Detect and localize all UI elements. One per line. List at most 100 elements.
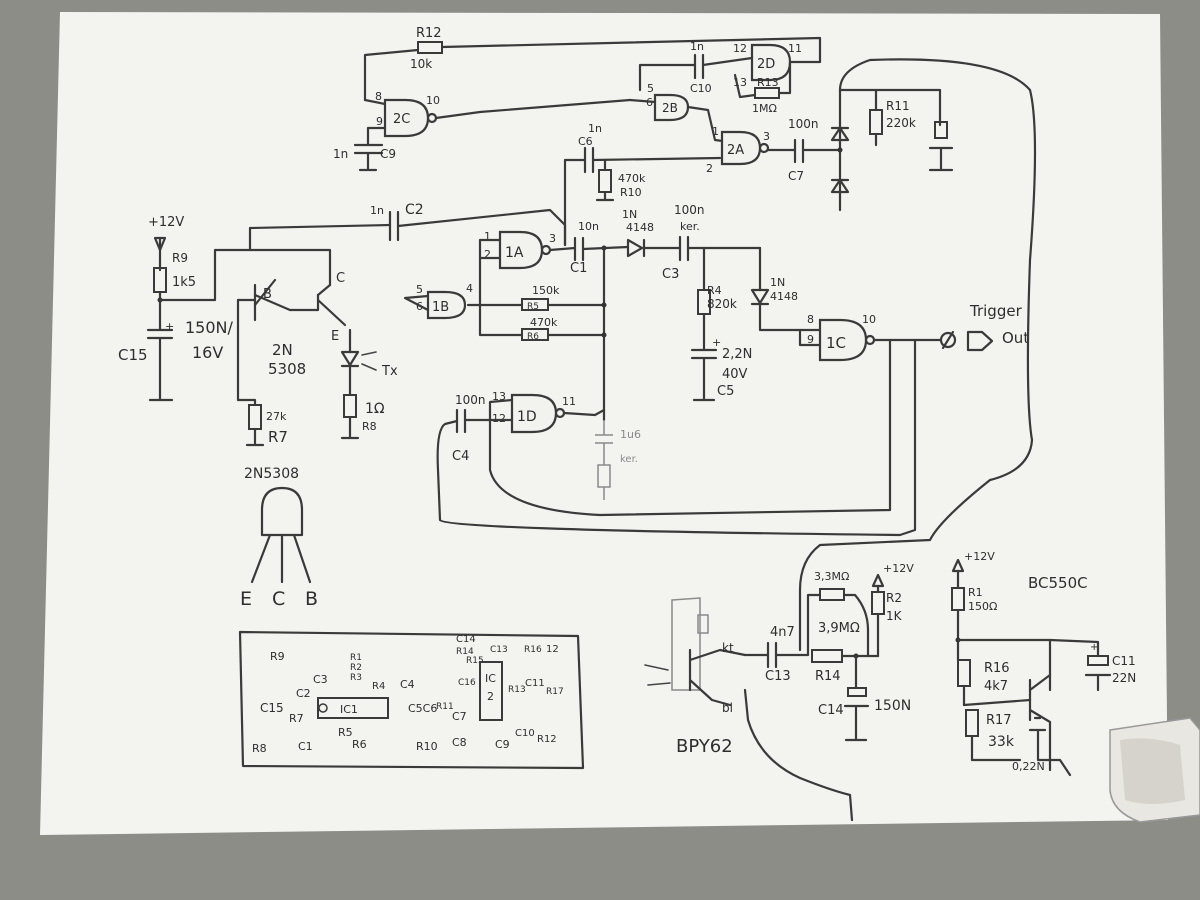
- pinout-title: 2N5308: [244, 466, 299, 482]
- gate-1a-label: 1A: [505, 245, 524, 261]
- c11-capacitor: + C11 22N: [1048, 638, 1136, 692]
- pin-5b-label: 5: [416, 283, 423, 296]
- r5-value: 150k: [532, 284, 560, 297]
- cap-1u6-type: ker.: [620, 454, 638, 465]
- layout-c5c6: C5C6: [408, 702, 437, 715]
- c7-value: 100n: [788, 117, 819, 131]
- c11-label: C11: [1112, 654, 1136, 668]
- c1-label: C1: [570, 261, 587, 276]
- transistor-2n5308: B C E 2N 5308: [236, 271, 347, 378]
- r10-value: 470k: [618, 172, 646, 185]
- layout-c14: C14: [456, 634, 476, 645]
- pin-c-label: C: [336, 271, 345, 286]
- r4-value: 820k: [707, 297, 737, 311]
- vcc-12v-right: +12V: [951, 550, 995, 590]
- r4-label: R4: [707, 284, 722, 297]
- trigger-out: Trigger Out: [939, 302, 1029, 352]
- pin-9c-label: 9: [807, 333, 814, 346]
- vcc-12v-c-label: +12V: [964, 550, 995, 563]
- c4-capacitor: 100n C4: [436, 338, 917, 537]
- layout-c8: C8: [452, 736, 467, 749]
- pinout-b: B: [305, 588, 318, 610]
- r9-value: 1k5: [172, 275, 196, 290]
- layout-c2: C2: [296, 687, 311, 700]
- layout-c1: C1: [298, 740, 313, 753]
- pin-10c-label: 10: [862, 313, 876, 326]
- r11-label: R11: [886, 99, 910, 113]
- r16-resistor: R16 4k7: [957, 659, 1010, 707]
- layout-ic1: IC1: [340, 703, 358, 716]
- led-tx: Tx: [340, 328, 398, 397]
- pcb-layout-sketch: R9 R1 R2 R3 C3 R4 C4 C2 C15 R7 IC1 C5C6 …: [238, 630, 585, 770]
- c12-value: 0,22N: [1012, 760, 1045, 773]
- c6-value: 1n: [588, 122, 602, 135]
- layout-r11: R11: [436, 702, 454, 712]
- layout-r13: R13: [508, 685, 526, 695]
- bpy62-label: BPY62: [676, 736, 733, 757]
- pin-8c-label: 8: [807, 313, 814, 326]
- r5-resistor: R5 150k: [521, 284, 606, 312]
- r14-value: 3,9MΩ: [818, 621, 860, 636]
- pin-1-label: 1: [712, 125, 719, 138]
- r17-resistor: R17 33k: [965, 709, 1022, 762]
- c5-label: C5: [717, 384, 734, 399]
- bpy62-photo-transistor: kt bl BPY62: [644, 597, 747, 757]
- cap-1u6-value: 1u6: [620, 428, 641, 441]
- pin-10-label: 10: [426, 94, 440, 107]
- c9-capacitor: 1n C9: [333, 126, 396, 172]
- c4-value: 100n: [455, 393, 486, 407]
- pin-3-label: 3: [763, 130, 770, 143]
- c14-value: 150N: [874, 698, 911, 714]
- c7-label: C7: [788, 169, 804, 183]
- r3-resistor: 3,3MΩ: [806, 570, 870, 657]
- pin-3a-label: 3: [549, 232, 556, 245]
- c10-value: 1n: [690, 40, 704, 53]
- pinout-c: C: [272, 588, 285, 610]
- svg-text:4148: 4148: [626, 221, 654, 234]
- pin-b-label: B: [263, 287, 272, 302]
- r17-label: R17: [986, 713, 1012, 728]
- r8-label: R8: [362, 420, 377, 433]
- pin-11d-label: 11: [562, 395, 576, 408]
- tx-label: Tx: [381, 364, 398, 379]
- r2-value: 1K: [886, 609, 903, 623]
- pin-12d-label: 12: [492, 412, 506, 425]
- svg-text:1N: 1N: [770, 276, 785, 289]
- vcc-12v-left: +12V: [148, 215, 184, 272]
- pin-1a-label: 1: [484, 230, 491, 243]
- layout-r15: R15: [466, 656, 484, 666]
- c2-value: 1n: [370, 204, 384, 217]
- gate-2a-label: 2A: [727, 143, 744, 158]
- layout-r7: R7: [289, 712, 304, 725]
- svg-text:+: +: [165, 320, 174, 333]
- r4-resistor: R4 820k: [697, 284, 737, 352]
- r11-value: 220k: [886, 116, 916, 130]
- r13-label: R13: [757, 76, 779, 89]
- pin-2a-label: 2: [484, 248, 491, 261]
- c15-value: 150N/: [185, 318, 234, 337]
- r12-value: 10k: [410, 57, 432, 71]
- pin-2-label: 2: [706, 162, 713, 175]
- r17-value: 33k: [988, 734, 1015, 750]
- c14-label: C14: [818, 703, 844, 718]
- c2-label: C2: [405, 202, 424, 218]
- r8-resistor: 1Ω R8: [340, 394, 385, 440]
- r6-label: R6: [527, 332, 539, 342]
- diode-1n4148-a: 1N 4148: [622, 208, 682, 258]
- c5-capacitor: + 2,2N 40V C5: [690, 336, 752, 402]
- r10-label: R10: [620, 186, 642, 199]
- pin-5-label: 5: [647, 82, 654, 95]
- r12-label: R12: [416, 26, 442, 41]
- r6-resistor: R6 470k: [478, 298, 607, 342]
- layout-c13: C13: [490, 645, 508, 655]
- gate-1d-label: 1D: [517, 409, 537, 425]
- r16-value: 4k7: [984, 679, 1008, 694]
- c7-capacitor: 100n C7: [766, 117, 842, 183]
- layout-r16: R16: [524, 645, 542, 655]
- r6-value: 470k: [530, 316, 558, 329]
- vcc-12v-label: +12V: [148, 215, 184, 230]
- c14-capacitor: C14 150N: [818, 654, 911, 742]
- r1-value: 150Ω: [968, 600, 997, 613]
- layout-c11: C11: [525, 678, 545, 689]
